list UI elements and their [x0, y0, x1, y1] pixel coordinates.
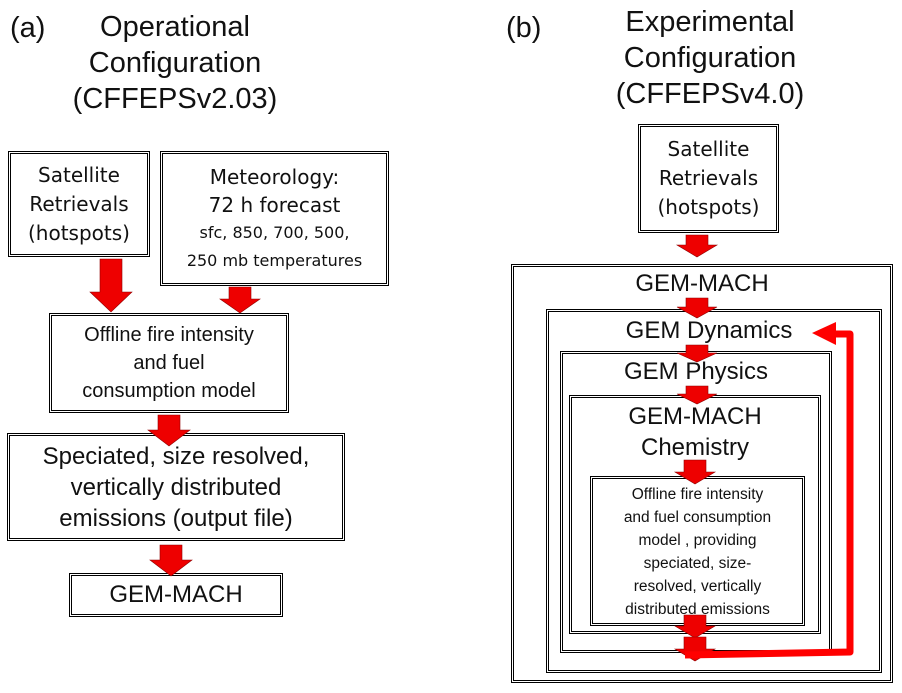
panel-a-emissions-box: Speciated, size resolved, vertically dis… — [7, 433, 345, 541]
panel-b-label: (b) — [506, 12, 542, 44]
arrow-a-meteorology-to-model — [219, 286, 261, 314]
arrow-a-emissions-to-gemmach — [149, 544, 193, 577]
panel-a-meteorology-box: Meteorology: 72 h forecast sfc, 850, 700… — [160, 151, 389, 286]
panel-a-title-line: (CFFEPSv2.03) — [72, 83, 278, 115]
text-line: Retrievals — [29, 191, 129, 216]
text-line: (hotspots) — [657, 195, 760, 219]
panel-b-title-line: Configuration — [623, 42, 797, 74]
gemmach-outer-label: GEM-MACH — [635, 270, 769, 297]
gemmach-chemistry-label: GEM-MACH Chemistry — [569, 401, 821, 463]
gem-physics-label: GEM Physics — [623, 358, 769, 385]
text-line: (hotspots) — [28, 220, 130, 245]
gemmach-outer-frame — [511, 264, 893, 683]
panel-b-title-line: (CFFEPSv4.0) — [615, 78, 805, 110]
text-line: 72 h forecast — [208, 192, 341, 217]
panel-a-gemmach-box: GEM-MACH — [69, 573, 283, 617]
text-line: resolved, vertically — [633, 578, 762, 595]
panel-a-title-line: Configuration — [88, 47, 262, 79]
text-line: sfc, 850, 700, 500, — [199, 222, 350, 242]
panel-b-fire-model-box: Offline fire intensity and fuel consumpt… — [590, 476, 805, 626]
text-line: GEM-MACH — [109, 581, 243, 608]
text-line: vertically distributed — [70, 473, 282, 501]
text-line: Chemistry — [640, 434, 749, 461]
text-line: distributed emissions — [625, 601, 770, 618]
text-line: Satellite — [667, 137, 750, 161]
text-line: emissions (output file) — [59, 504, 293, 532]
text-line: Offline fire intensity — [84, 324, 254, 346]
text-line: GEM-MACH — [628, 403, 762, 430]
text-line: Speciated, size resolved, — [42, 442, 310, 470]
panel-b-title: Experimental Configuration (CFFEPSv4.0) — [590, 4, 830, 112]
text-line: Retrievals — [658, 166, 759, 190]
text-line: Offline fire intensity — [631, 486, 764, 503]
panel-a-title: Operational Configuration (CFFEPSv2.03) — [60, 9, 290, 117]
gem-dynamics-label: GEM Dynamics — [625, 317, 793, 344]
text-line: model , providing — [638, 532, 757, 549]
arrow-b-satellite-to-gemmach — [675, 234, 719, 258]
text-line: Meteorology: — [209, 164, 340, 189]
text-line: and fuel consumption — [623, 509, 772, 526]
text-line: consumption model — [82, 380, 256, 402]
panel-b-title-line: Experimental — [625, 6, 795, 38]
text-line: speciated, size- — [643, 555, 752, 572]
text-line: 250 mb temperatures — [186, 250, 363, 270]
panel-b-satellite-box: Satellite Retrievals (hotspots) — [638, 124, 779, 233]
panel-a-satellite-box: Satellite Retrievals (hotspots) — [8, 151, 150, 257]
text-line: Satellite — [38, 162, 120, 187]
arrow-a-satellite-to-model — [89, 258, 133, 313]
panel-a-title-line: Operational — [100, 11, 250, 43]
panel-a-fire-model-box: Offline fire intensity and fuel consumpt… — [49, 313, 289, 413]
text-line: and fuel — [133, 352, 205, 374]
panel-a-label: (a) — [10, 12, 46, 44]
